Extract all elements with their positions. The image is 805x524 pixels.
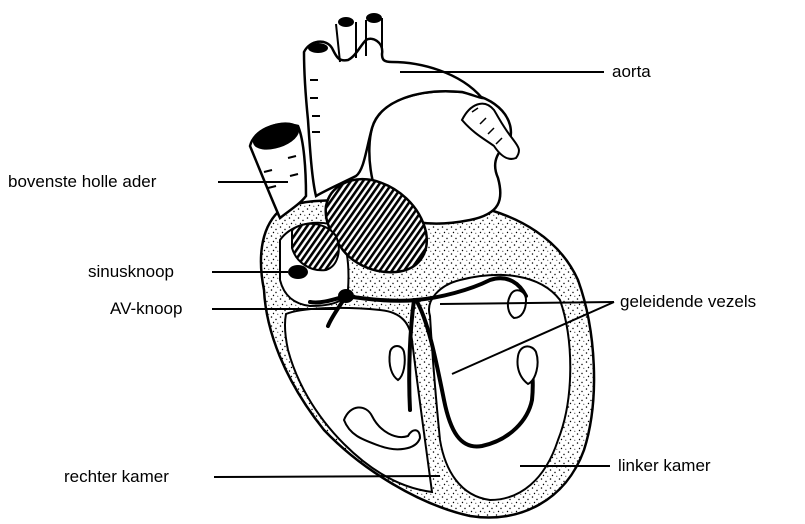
label-conducting-fibers: geleidende vezels [620, 293, 756, 310]
label-right-ventricle: rechter kamer [64, 468, 169, 485]
sinus-node [288, 265, 308, 279]
aortic-branch-opening [366, 13, 382, 23]
label-superior-vena-cava: bovenste holle ader [8, 173, 156, 190]
label-av-node: AV-knoop [110, 300, 182, 317]
aortic-branch-opening [308, 43, 328, 53]
leader-right-ventricle [214, 476, 440, 477]
label-left-ventricle: linker kamer [618, 457, 711, 474]
label-sinus-node: sinusknoop [88, 263, 174, 280]
aortic-branch-opening [338, 17, 354, 27]
label-aorta: aorta [612, 63, 651, 80]
